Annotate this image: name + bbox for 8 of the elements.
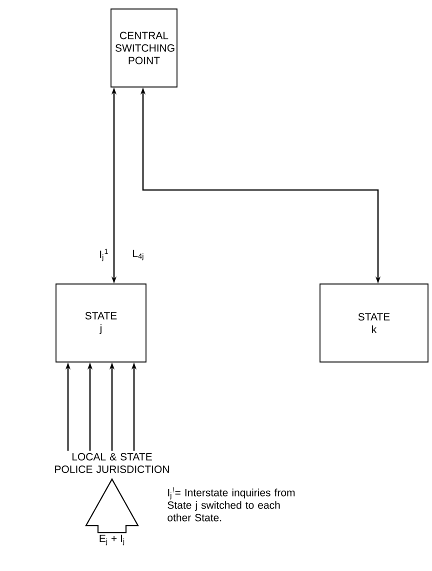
state-box: STATE k xyxy=(320,284,428,362)
note-text: I$_{j}$$^{!}$= Interstate inquiries from State j switched to each other State. xyxy=(168,487,295,522)
line-label: L$_{4j}$ xyxy=(133,250,144,260)
source-text: E$_{j}$ + I$_{j}$ xyxy=(100,534,124,546)
jurisdiction-text: LOCAL & STATE POLICE JURISDICTION xyxy=(55,453,169,473)
switching-point-box: CENTRAL SWITCHING POINT xyxy=(110,8,178,88)
block-arrow xyxy=(85,478,139,534)
state-box: STATE j xyxy=(56,284,146,362)
